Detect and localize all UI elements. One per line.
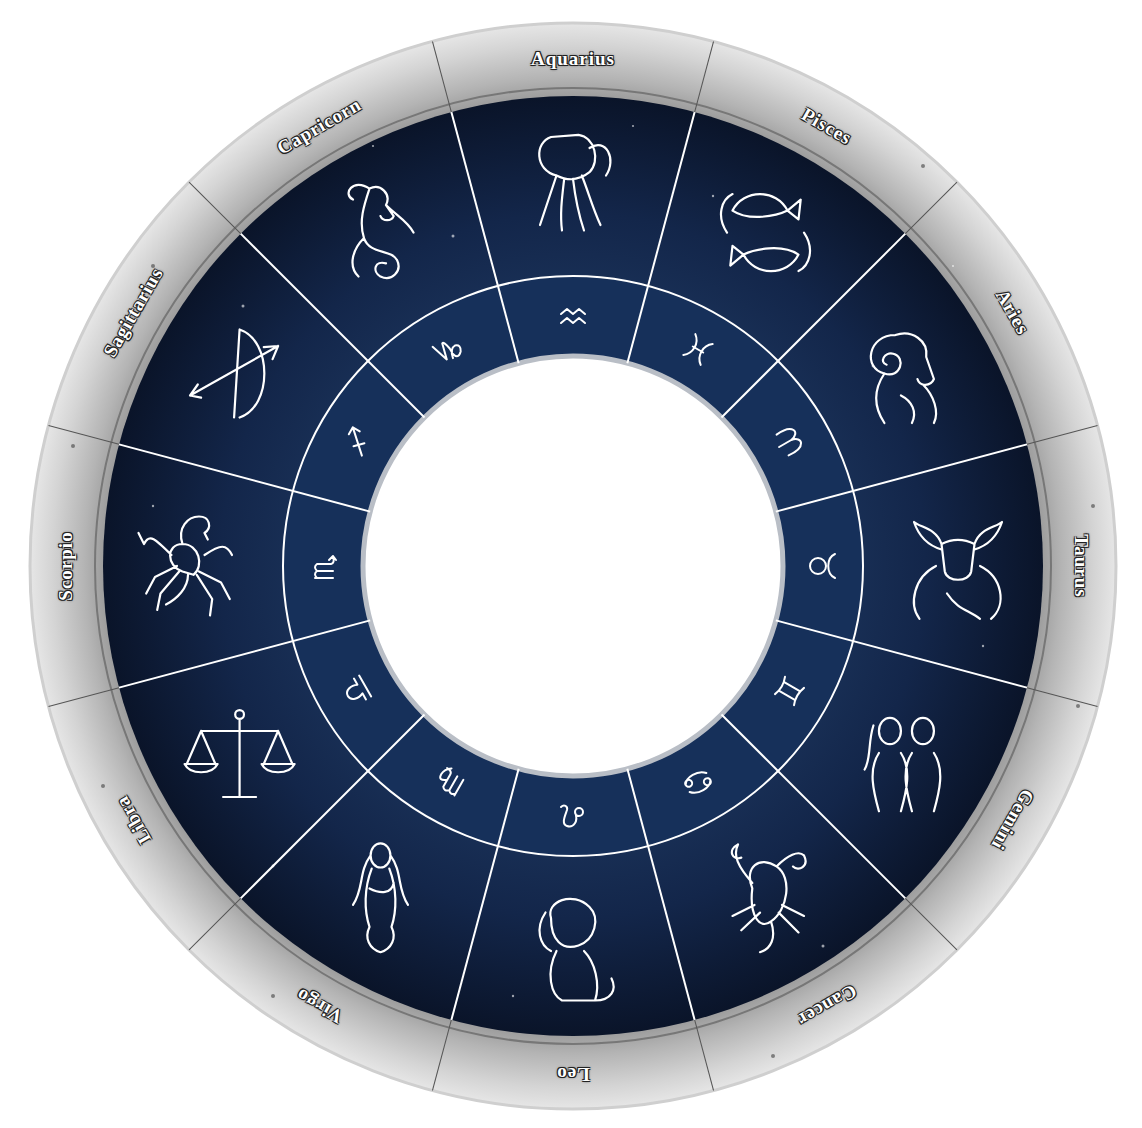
- center-hole: [363, 356, 783, 776]
- stars: [152, 125, 984, 997]
- outer-rim: [30, 23, 1116, 1109]
- rim-dividers: [49, 42, 1098, 1091]
- sky-disk: [103, 96, 1043, 1036]
- zodiac-glyphs: [315, 309, 835, 826]
- sign-name: Taurus: [1072, 534, 1091, 597]
- sector-dividers: [119, 112, 1027, 1020]
- sign-figures: [139, 135, 1003, 1001]
- sign-name: Leo: [556, 1065, 590, 1084]
- sign-name: Aquarius: [531, 49, 615, 68]
- sign-name: Scorpio: [56, 531, 75, 600]
- rim-dots: [71, 164, 1095, 1058]
